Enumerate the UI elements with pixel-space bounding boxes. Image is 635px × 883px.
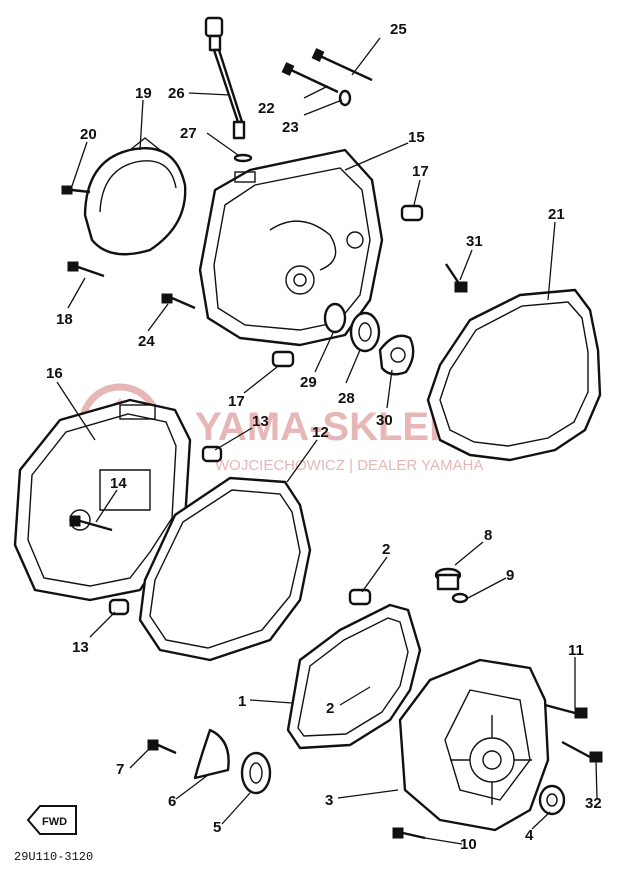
callout-17-lower: 17 <box>228 393 245 410</box>
callout-17-upper: 17 <box>412 163 429 180</box>
callout-24: 24 <box>138 333 155 350</box>
callout-28: 28 <box>338 390 355 407</box>
callout-10: 10 <box>460 836 477 853</box>
callout-5: 5 <box>213 819 221 836</box>
callout-31: 31 <box>466 233 483 250</box>
callout-23: 23 <box>282 119 299 136</box>
fwd-label: FWD <box>42 816 67 828</box>
dowel-pin-2-upper <box>348 588 372 606</box>
callout-20: 20 <box>80 126 97 143</box>
callout-26: 26 <box>168 85 185 102</box>
dipstick <box>204 16 246 140</box>
oil-seal-29 <box>323 302 347 334</box>
crankcase-16 <box>13 398 192 602</box>
callout-22: 22 <box>258 100 275 117</box>
dowel-pin-17-upper <box>400 204 424 222</box>
callout-3: 3 <box>325 792 333 809</box>
callout-2-upper: 2 <box>382 541 390 558</box>
callout-27: 27 <box>180 125 197 142</box>
dipstick-cap <box>204 16 224 38</box>
callout-7: 7 <box>116 761 124 778</box>
bearing-28 <box>349 311 381 353</box>
bolt-25 <box>311 48 373 82</box>
bolt-14 <box>69 515 113 532</box>
callout-15: 15 <box>408 129 425 146</box>
callout-13-lower: 13 <box>72 639 89 656</box>
watermark-subtitle: WOJCIECHOWICZ | DEALER YAMAHA <box>215 457 483 474</box>
bolt-7 <box>147 739 177 755</box>
callout-25: 25 <box>390 21 407 38</box>
gasket-30 <box>378 334 415 376</box>
callout-30: 30 <box>376 412 393 429</box>
callout-19: 19 <box>135 85 152 102</box>
callout-18: 18 <box>56 311 73 328</box>
leader-lines <box>56 37 598 845</box>
callout-21: 21 <box>548 206 565 223</box>
callout-11: 11 <box>568 642 584 659</box>
bolt-10 <box>392 827 426 840</box>
callout-labels: 25 26 19 22 23 20 27 15 17 21 31 18 24 1… <box>46 21 602 853</box>
callout-16: 16 <box>46 365 63 382</box>
o-ring-9 <box>451 592 469 604</box>
crankcase-cover-3 <box>398 658 550 832</box>
cover-19 <box>83 147 187 256</box>
callout-6: 6 <box>168 793 176 810</box>
callout-1: 1 <box>238 693 246 710</box>
callout-4: 4 <box>525 827 534 844</box>
bolt-31 <box>445 263 468 293</box>
bolt-18 <box>67 261 105 278</box>
clip-6 <box>193 728 230 780</box>
dowel-pin-13-upper <box>201 445 223 463</box>
callout-29: 29 <box>300 374 317 391</box>
callout-32: 32 <box>585 795 602 812</box>
callout-14: 14 <box>110 475 127 492</box>
bolt-24 <box>161 293 196 310</box>
crankcase-cover-15 <box>198 148 384 347</box>
dipstick-head <box>208 34 222 52</box>
dowel-pin-17-lower <box>271 350 295 368</box>
callout-2-lower: 2 <box>326 700 334 717</box>
diagram-code: 29U110-3120 <box>14 850 93 864</box>
bolt-20 <box>61 185 91 195</box>
dipstick-rod <box>212 48 244 124</box>
fwd-direction-marker: FWD <box>26 805 77 835</box>
gasket-1 <box>286 603 422 750</box>
callout-9: 9 <box>506 567 514 584</box>
oil-seal-5 <box>240 751 272 795</box>
washer-23 <box>338 89 352 107</box>
callout-13-upper: 13 <box>252 413 269 430</box>
dowel-pin-13-lower <box>108 598 130 616</box>
callout-8: 8 <box>484 527 492 544</box>
plug-8 <box>434 567 462 591</box>
dipstick-tip <box>232 120 246 140</box>
bolt-32 <box>561 740 603 763</box>
bolt-11 <box>544 703 588 719</box>
callout-12: 12 <box>312 424 329 441</box>
oil-seal-4 <box>538 784 566 816</box>
gasket-21 <box>426 288 602 462</box>
o-ring-27 <box>233 153 253 163</box>
bolt-22 <box>281 62 339 94</box>
